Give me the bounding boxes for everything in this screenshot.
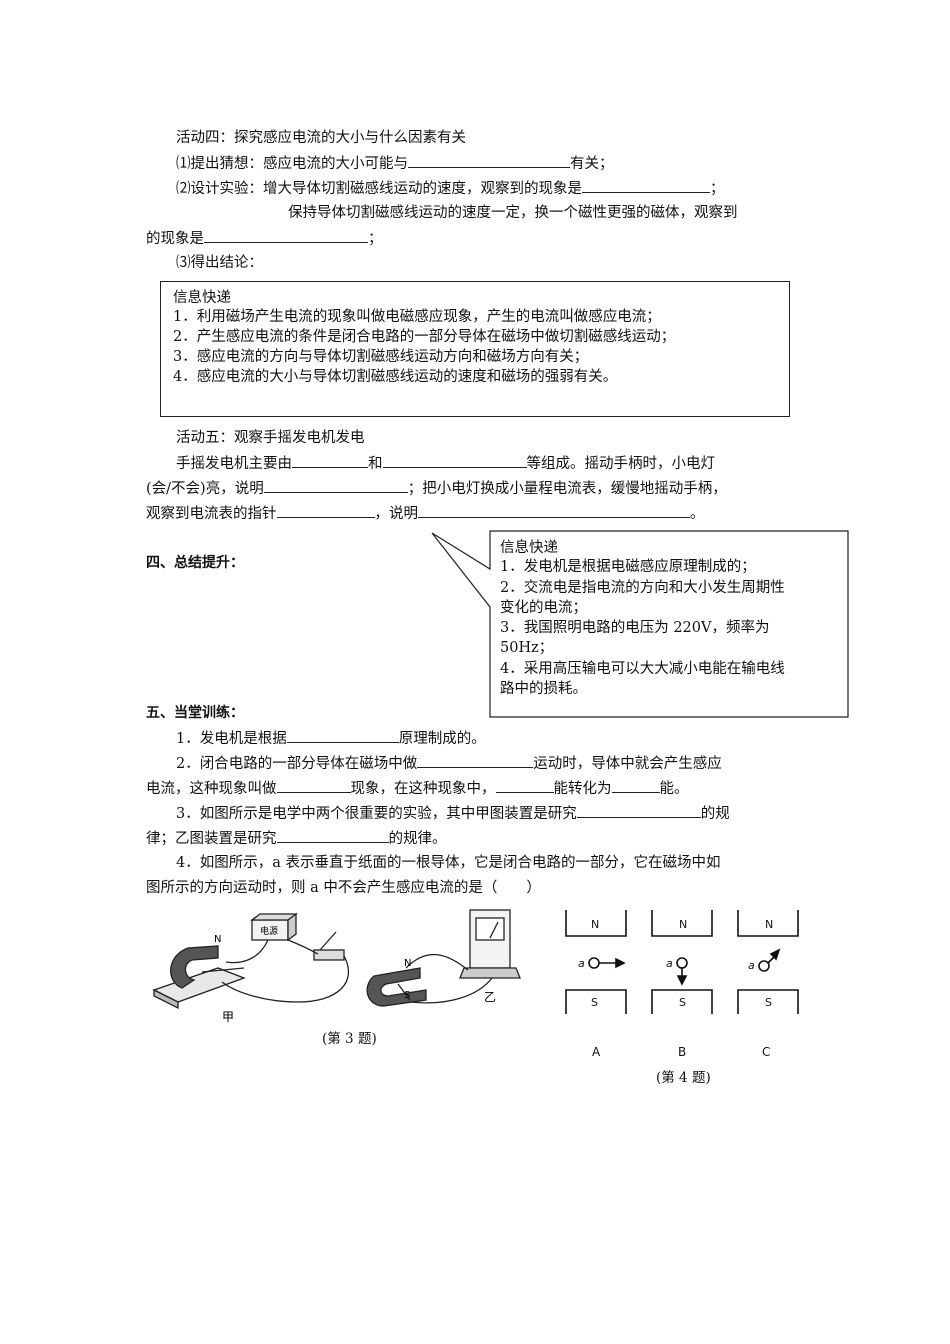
q1-answer-blank[interactable] bbox=[408, 153, 570, 168]
ex1-text: 1．发电机是根据 bbox=[176, 731, 287, 747]
activity5-title: 活动五：观察手摇发电机发电 bbox=[176, 430, 365, 446]
ex3-blank-2[interactable] bbox=[276, 828, 389, 843]
activity5-line3: 观察到电流表的指针 ，说明 。 bbox=[146, 503, 705, 524]
ex2-text-d: 现象，在这种现象中， bbox=[350, 781, 496, 797]
a5-l3-text: 观察到电流表的指针 bbox=[146, 506, 277, 522]
ex3-text-b: 的规 bbox=[700, 806, 730, 822]
a5-l2-text: (会/不会)亮，说明 bbox=[146, 481, 264, 497]
ex2-blank-2[interactable] bbox=[276, 778, 351, 793]
fig4-option-a: A bbox=[592, 1045, 601, 1059]
ex2-text-c: 电流，这种现象叫做 bbox=[146, 781, 277, 797]
fig3-power-label: 电源 bbox=[260, 925, 278, 937]
activity4-q2b: 保持导体切割磁感线运动的速度一定，换一个磁性更强的磁体，观察到 bbox=[288, 205, 738, 221]
activity4-q2c: 的现象是 ； bbox=[146, 228, 383, 249]
fig4-option-c: C bbox=[762, 1045, 770, 1059]
info2-line: 4．采用高压输电可以大大减小电能在输电线 bbox=[500, 661, 785, 677]
a5-blank-2[interactable] bbox=[382, 453, 527, 468]
q1-suffix: 有关； bbox=[570, 156, 614, 172]
fig4-s-label: S bbox=[679, 996, 686, 1009]
a5-blank-4[interactable] bbox=[276, 503, 375, 518]
exercise-4-line2: 图所示的方向运动时，则 a 中不会产生感应电流的是（ ） bbox=[146, 880, 541, 896]
ex2-blank-3[interactable] bbox=[495, 778, 554, 793]
ex2-text-f: 能。 bbox=[659, 781, 689, 797]
ex3-text: 3．如图所示是电学中两个很重要的实验，其中甲图装置是研究 bbox=[176, 806, 577, 822]
info1-item: 2．产生感应电流的条件是闭合电路的一部分导体在磁场中做切割磁感线运动； bbox=[173, 329, 676, 345]
fig3-n-label: N bbox=[214, 934, 221, 945]
activity4-title: 活动四：探究感应电流的大小与什么因素有关 bbox=[176, 130, 466, 146]
a5-l1-tail: 等组成。摇动手柄时，小电灯 bbox=[526, 456, 716, 472]
exercise-4-line1: 4．如图所示，a 表示垂直于纸面的一根导体，它是闭合电路的一部分，它在磁场中如 bbox=[176, 855, 721, 871]
fig4-s-label: S bbox=[765, 996, 772, 1009]
q2-prefix: ⑵设计实验：增大导体切割磁感线运动的速度，观察到的现象是 bbox=[176, 181, 582, 197]
fig4-a-label: a bbox=[666, 957, 673, 970]
info2-title: 信息快递 bbox=[500, 540, 558, 556]
info2-line: 路中的损耗。 bbox=[500, 681, 587, 697]
section5-title: 五、当堂训练： bbox=[146, 705, 244, 721]
section4-title: 四、总结提升： bbox=[146, 555, 244, 571]
fig4-a-label: a bbox=[578, 957, 585, 970]
info2-line: 50Hz； bbox=[500, 640, 554, 656]
a5-l1-text: 手摇发电机主要由 bbox=[176, 456, 292, 472]
a5-l3-mid: ，说明 bbox=[374, 506, 419, 522]
info2-line: 3．我国照明电路的电压为 220V，频率为 bbox=[500, 620, 770, 636]
info-box-1: 信息快递 1．利用磁场产生电流的现象叫做电磁感应现象，产生的电流叫做感应电流； … bbox=[160, 281, 790, 417]
a5-blank-1[interactable] bbox=[292, 453, 368, 468]
info1-item: 4．感应电流的大小与导体切割磁感线运动的速度和磁场的强弱有关。 bbox=[173, 369, 618, 385]
a5-l2-tail: ；把小电灯换成小量程电流表，缓慢地摇动手柄， bbox=[407, 481, 727, 497]
info2-line: 变化的电流； bbox=[500, 600, 587, 616]
info2-line: 1．发电机是根据电磁感应原理制成的； bbox=[500, 559, 756, 575]
exercise-1: 1．发电机是根据 原理制成的。 bbox=[176, 728, 486, 749]
info2-callout-shape bbox=[431, 530, 849, 718]
q1-prefix: ⑴提出猜想：感应电流的大小可能与 bbox=[176, 156, 408, 172]
q2-suffix: ； bbox=[710, 181, 725, 197]
a5-l1-and: 和 bbox=[368, 456, 383, 472]
fig3-s-label-yi: S bbox=[404, 990, 410, 1001]
exercise-2-line2: 电流，这种现象叫做 现象，在这种现象中， 能转化为 能。 bbox=[146, 778, 689, 799]
fig4-caption: (第 4 题) bbox=[656, 1070, 711, 1086]
fig3-n-label-yi: N bbox=[404, 958, 411, 969]
figure-q4: N S N S N S a a a A B C bbox=[565, 910, 799, 1059]
ex2-blank-4[interactable] bbox=[611, 778, 660, 793]
exercise-2-line1: 2．闭合电路的一部分导体在磁场中做 运动时，导体中就会产生感应 bbox=[176, 753, 722, 774]
activity4-q3: ⑶得出结论： bbox=[176, 255, 263, 271]
fig4-a-label: a bbox=[748, 959, 755, 972]
figure-q3: N 电源 N S 甲 乙 bbox=[152, 909, 521, 1024]
fig4-n-label: N bbox=[591, 918, 599, 931]
ex2-blank-1[interactable] bbox=[417, 753, 534, 768]
ex3-blank-1[interactable] bbox=[576, 803, 701, 818]
exercise-3-line1: 3．如图所示是电学中两个很重要的实验，其中甲图装置是研究 的规 bbox=[176, 803, 730, 824]
ex1-tail: 原理制成的。 bbox=[398, 731, 486, 747]
fig3-yi-label: 乙 bbox=[484, 990, 496, 1004]
q2c-answer-blank[interactable] bbox=[204, 228, 368, 243]
activity5-line2: (会/不会)亮，说明 ；把小电灯换成小量程电流表，缓慢地摇动手柄， bbox=[146, 478, 727, 499]
info1-item: 3．感应电流的方向与导体切割磁感线运动方向和磁场方向有关； bbox=[173, 349, 589, 365]
fig3-caption: (第 3 题) bbox=[322, 1031, 377, 1047]
fig4-n-label: N bbox=[765, 918, 773, 931]
info2-line: 2．交流电是指电流的方向和大小发生周期性 bbox=[500, 580, 785, 596]
exercise-3-line2: 律；乙图装置是研究 的规律。 bbox=[146, 828, 447, 849]
activity5-line1: 手摇发电机主要由 和 等组成。摇动手柄时，小电灯 bbox=[176, 453, 715, 474]
a5-blank-5[interactable] bbox=[418, 503, 690, 518]
a5-blank-3[interactable] bbox=[263, 478, 408, 493]
q2c-suffix: ； bbox=[368, 231, 383, 247]
info1-title: 信息快递 bbox=[173, 290, 231, 306]
a5-l3-end: 。 bbox=[690, 506, 705, 522]
fig4-n-label: N bbox=[679, 918, 687, 931]
ex2-text-e: 能转化为 bbox=[553, 781, 612, 797]
ex2-text: 2．闭合电路的一部分导体在磁场中做 bbox=[176, 756, 418, 772]
fig3-jia-label: 甲 bbox=[222, 1010, 234, 1024]
info1-item: 1．利用磁场产生电流的现象叫做电磁感应现象，产生的电流叫做感应电流； bbox=[173, 309, 661, 325]
fig4-s-label: S bbox=[591, 996, 598, 1009]
ex3-text-c: 律；乙图装置是研究 bbox=[146, 831, 277, 847]
ex1-blank[interactable] bbox=[286, 728, 399, 743]
fig4-option-b: B bbox=[678, 1045, 686, 1059]
ex2-text-b: 运动时，导体中就会产生感应 bbox=[533, 756, 722, 772]
activity4-q1: ⑴提出猜想：感应电流的大小可能与 有关； bbox=[176, 153, 614, 174]
q2c-prefix: 的现象是 bbox=[146, 231, 204, 247]
q2-answer-blank[interactable] bbox=[582, 178, 710, 193]
ex3-text-d: 的规律。 bbox=[388, 831, 447, 847]
activity4-q2: ⑵设计实验：增大导体切割磁感线运动的速度，观察到的现象是 ； bbox=[176, 178, 725, 199]
